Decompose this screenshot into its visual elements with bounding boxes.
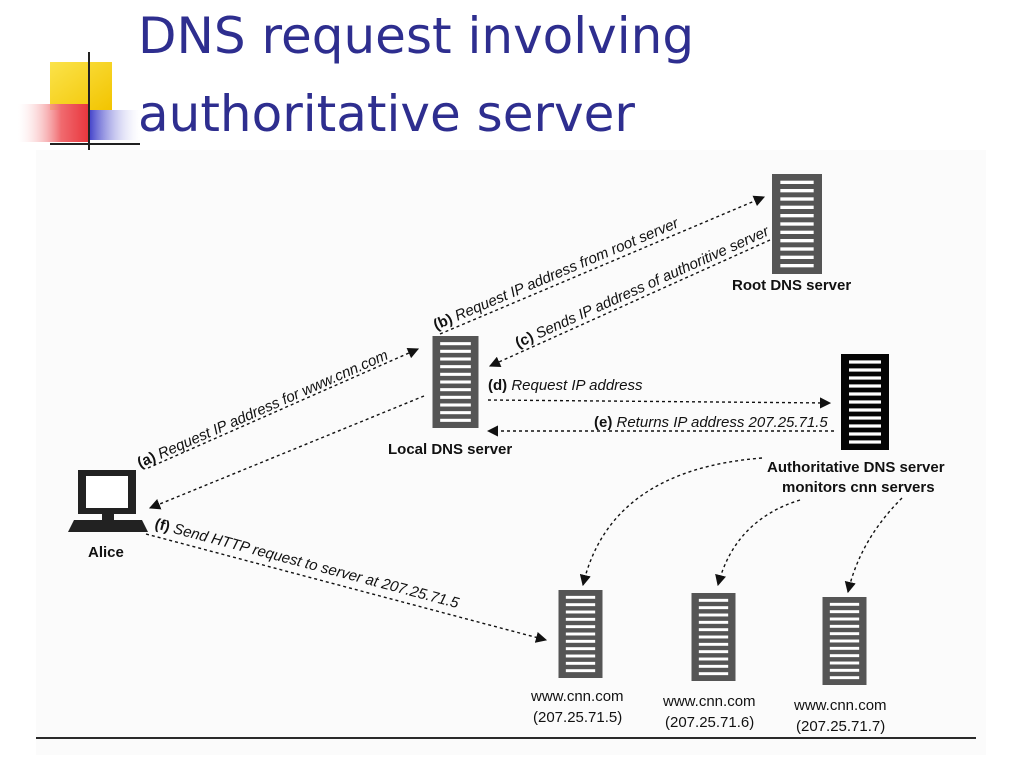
arrow-monitor-2 [715, 499, 801, 587]
cnn-server-1-ip: (207.25.71.5) [533, 709, 622, 726]
cnn-server-2-icon [691, 593, 736, 681]
alice-computer-icon [68, 470, 148, 532]
arrow-monitor-3 [844, 497, 903, 594]
cnn-server-1-host: www.cnn.com [530, 688, 624, 705]
step-e-label: (e) Returns IP address 207.25.71.5 [594, 414, 828, 431]
arrow-d [487, 397, 832, 409]
step-a-label: (a) Request IP address for www.cnn.com [135, 347, 391, 472]
arrow-monitor-1 [579, 457, 763, 587]
slide-title-line-1: DNS request involving [138, 7, 695, 65]
authoritative-dns-server-sublabel: monitors cnn servers [782, 479, 935, 496]
deco-red-bar [18, 104, 90, 142]
step-f-label: (f) Send HTTP request to server at 207.2… [153, 515, 461, 612]
step-d-label: (d) Request IP address [488, 377, 643, 394]
arrow-f [145, 533, 548, 643]
cnn-server-1-icon [558, 590, 603, 678]
cnn-server-2-ip: (207.25.71.6) [665, 714, 754, 731]
arrow-alice-return [148, 395, 425, 510]
cnn-server-3-host: www.cnn.com [793, 697, 887, 714]
slide-decoration [18, 52, 140, 150]
bottom-rule [36, 737, 976, 739]
alice-label: Alice [88, 544, 124, 561]
root-dns-server-label: Root DNS server [732, 277, 851, 294]
cnn-server-2-host: www.cnn.com [662, 693, 756, 710]
authoritative-dns-server-icon [841, 354, 889, 450]
local-dns-server-icon [432, 336, 479, 428]
cnn-server-3-icon [822, 597, 867, 685]
arrow-a [147, 347, 420, 469]
cnn-server-3-ip: (207.25.71.7) [796, 718, 885, 735]
arrow-c [488, 239, 771, 367]
slide-title-line-2: authoritative server [138, 85, 635, 143]
authoritative-dns-server-label: Authoritative DNS server [767, 459, 945, 476]
root-dns-server-icon [772, 174, 822, 274]
deco-blue-bar [88, 110, 140, 140]
local-dns-server-label: Local DNS server [388, 441, 512, 458]
deco-yellow-square [50, 62, 112, 110]
arrow-b [439, 195, 766, 335]
